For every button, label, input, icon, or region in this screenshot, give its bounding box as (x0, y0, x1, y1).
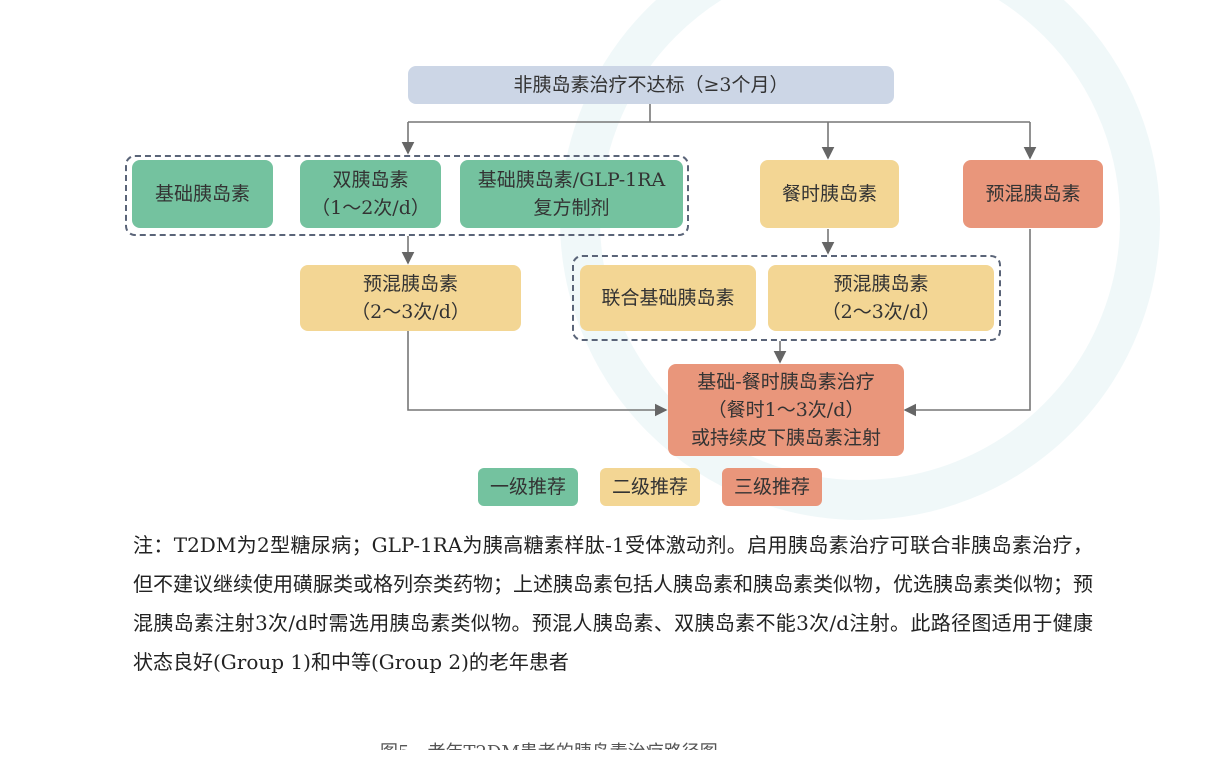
label: （餐时1～3次/d） (707, 399, 865, 421)
start-node: 非胰岛素治疗不达标（≥3个月） (408, 66, 894, 104)
label: 预混胰岛素 (362, 273, 458, 295)
basal-bolus-box: 基础-餐时胰岛素治疗 （餐时1～3次/d） 或持续皮下胰岛素注射 (668, 364, 904, 456)
label: 双胰岛素 (332, 169, 409, 191)
figure-caption: 图5 老年T2DM患者的胰岛素治疗路径图 (380, 738, 718, 750)
arrow-premix2-bottom (407, 331, 668, 417)
label: 预混胰岛素 (833, 273, 929, 295)
group1-dashed (125, 155, 689, 236)
label: （1～2次/d） (311, 197, 430, 219)
basal-insulin-box: 基础胰岛素 (132, 160, 273, 228)
label: 或持续皮下胰岛素注射 (690, 427, 881, 449)
premix-insulin-box: 预混胰岛素 (963, 160, 1103, 228)
label: （2～3次/d） (351, 301, 470, 323)
label: 基础-餐时胰岛素治疗 (697, 371, 875, 393)
arrow-premix-bottom (903, 229, 1031, 417)
combo-premix-box: 预混胰岛素 （2～3次/d） (768, 265, 994, 331)
premix-2-3-box: 预混胰岛素 （2～3次/d） (300, 265, 521, 331)
label: （2～3次/d） (821, 301, 941, 323)
legend-level1: 一级推荐 (478, 468, 578, 506)
dual-insulin-box: 双胰岛素 （1～2次/d） (300, 160, 441, 228)
label: 基础胰岛素/GLP-1RA (477, 169, 666, 191)
label: 复方制剂 (533, 197, 610, 219)
legend-level3: 三级推荐 (722, 468, 822, 506)
prandial-insulin-box: 餐时胰岛素 (760, 160, 899, 228)
group2-dashed (572, 255, 1001, 341)
legend-level2: 二级推荐 (600, 468, 700, 506)
glp-combo-box: 基础胰岛素/GLP-1RA 复方制剂 (460, 160, 683, 228)
footnote: 注：T2DM为2型糖尿病；GLP-1RA为胰高糖素样肽-1受体激动剂。启用胰岛素… (133, 533, 1093, 674)
combo-basal-box: 联合基础胰岛素 (580, 265, 756, 331)
